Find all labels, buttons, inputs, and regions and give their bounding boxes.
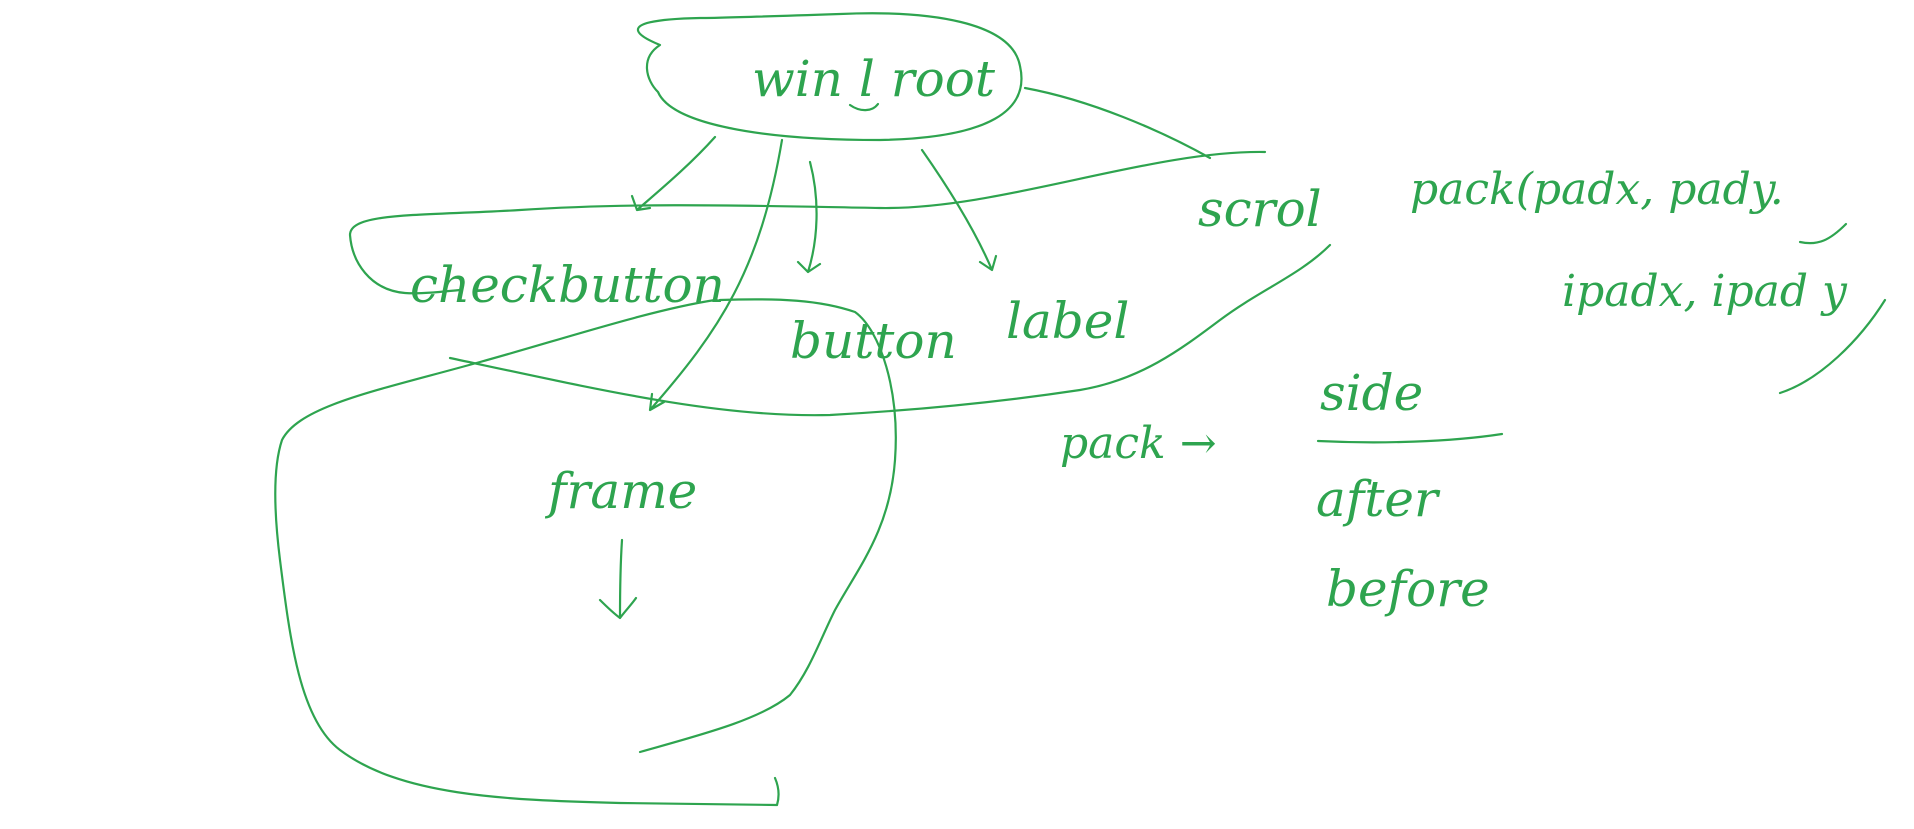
ipady-tail-stroke <box>1778 298 1887 395</box>
pack-args-hook <box>1798 222 1848 245</box>
option-after: after <box>1316 470 1441 528</box>
scroll-loop-stroke <box>348 150 1267 295</box>
ink-strokes <box>274 12 1887 807</box>
scroll-tail-stroke <box>448 243 1332 417</box>
frame-inner-stroke <box>638 298 897 754</box>
root-ellipse <box>636 12 1023 142</box>
node-scroll: scrol <box>1198 180 1322 238</box>
option-side: side <box>1320 364 1423 422</box>
node-label: label <box>1006 292 1129 350</box>
root-underline-mark <box>848 102 880 112</box>
frame-container-loop <box>274 298 780 807</box>
node-checkbutton: checkbutton <box>410 256 725 314</box>
pack-arrow-label: pack → <box>1060 418 1217 469</box>
pack-args-line1: pack(padx, pady. <box>1410 164 1784 215</box>
arrow-to-checkbutton <box>630 135 717 212</box>
node-root: win l root <box>752 50 996 108</box>
arrow-to-frame <box>648 138 784 412</box>
side-underline <box>1316 432 1504 444</box>
arrow-to-label <box>920 148 998 272</box>
pack-args-line2: ipadx, ipad y <box>1562 266 1848 317</box>
root-to-scroll-line <box>1023 86 1212 160</box>
node-button: button <box>790 312 957 370</box>
frame-down-arrow <box>598 538 638 620</box>
node-frame: frame <box>544 462 697 520</box>
arrow-to-button <box>796 160 822 274</box>
option-before: before <box>1326 560 1490 618</box>
